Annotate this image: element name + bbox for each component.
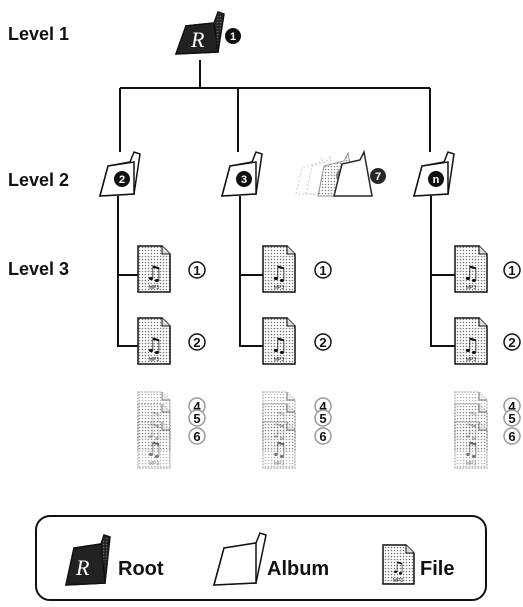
album-badge-label: 3: [241, 174, 247, 186]
svg-text:♫: ♫: [462, 437, 480, 461]
svg-text:♫: ♫: [145, 437, 163, 461]
legend: R Root Album ♫ MP3 File: [35, 515, 487, 601]
file-number-label: 2: [508, 335, 515, 350]
mp3-file-icon: ♫MP3: [262, 245, 296, 293]
mp3-file-icon: ♫MP3: [137, 421, 171, 469]
mp3-label: MP3: [466, 285, 477, 291]
root-badge-label: 1: [230, 31, 236, 43]
file-number-label: 5: [319, 411, 326, 426]
mp3-file-icon: ♫MP3: [262, 317, 296, 365]
mp3-file-icon: ♫MP3: [454, 421, 488, 469]
file-number-label: 6: [319, 429, 326, 444]
root-icon: R: [65, 534, 111, 586]
album-badge-label: n: [433, 174, 440, 186]
root-folder-icon: R: [174, 11, 225, 55]
tree-connectors: [117, 60, 455, 347]
album-badge: [428, 171, 444, 187]
albums: 2♫MP31♫MP32♫MP34♫MP35♫MP363♫MP31♫MP32♫MP…: [99, 151, 521, 469]
album-badge-label: 2: [119, 174, 125, 186]
mp3-file-icon: ♫MP3: [454, 317, 488, 365]
legend-album-label: Album: [267, 558, 329, 580]
faded-albums: 6 7: [295, 149, 386, 197]
file-number-label: 5: [193, 411, 200, 426]
mp3-label: MP3: [149, 461, 160, 467]
svg-text:♫: ♫: [462, 261, 480, 285]
legend-root-letter: R: [75, 555, 90, 580]
root-badge: [225, 28, 241, 44]
file-number-label: 1: [193, 263, 200, 278]
file-number-label: 6: [193, 429, 200, 444]
file-number-label: 4: [193, 399, 201, 414]
file-number-badge: [314, 427, 332, 445]
file-number-label: 6: [508, 429, 515, 444]
svg-text:♫: ♫: [270, 437, 288, 461]
file-number-badge: [188, 409, 206, 427]
svg-text:♫: ♫: [270, 333, 288, 357]
file-number-badge: [188, 427, 206, 445]
legend-mp3-text: MP3: [393, 578, 404, 584]
mp3-label: MP3: [466, 357, 477, 363]
mp3-file-icon: ♫MP3: [137, 245, 171, 293]
root-folder: R 1: [174, 11, 241, 55]
album-folder-icon: [213, 532, 267, 586]
file-number-label: 5: [508, 411, 515, 426]
mp3-file-icon: ♫MP3: [262, 421, 296, 469]
file-number-badge: [503, 409, 521, 427]
level-2-label: Level 2: [8, 170, 69, 190]
root-letter: R: [190, 27, 205, 52]
svg-text:♫: ♫: [391, 558, 405, 577]
level-3-label: Level 3: [8, 259, 69, 279]
mp3-label: MP3: [274, 461, 285, 467]
mp3-label: MP3: [149, 357, 160, 363]
mp3-label: MP3: [149, 285, 160, 291]
mp3-file-icon: ♫MP3: [454, 245, 488, 293]
level-1-label: Level 1: [8, 24, 69, 44]
file-number-label: 4: [319, 399, 327, 414]
album-badge: [236, 171, 252, 187]
svg-text:♫: ♫: [270, 261, 288, 285]
svg-text:♫: ♫: [145, 333, 163, 357]
file-number-badge: [314, 333, 332, 351]
file-number-label: 1: [508, 263, 515, 278]
file-number-badge: [314, 261, 332, 279]
file-number-label: 2: [193, 335, 200, 350]
faded-album-badge-label: 7: [375, 171, 381, 183]
album-badge: [114, 171, 130, 187]
file-number-badge: [503, 261, 521, 279]
file-number-label: 1: [319, 263, 326, 278]
mp3-file-icon: ♫ MP3: [382, 544, 415, 585]
mp3-file-icon: ♫MP3: [137, 317, 171, 365]
svg-text:♫: ♫: [462, 333, 480, 357]
file-number-badge: [314, 409, 332, 427]
mp3-label: MP3: [466, 461, 477, 467]
file-number-label: 4: [508, 399, 516, 414]
file-number-badge: [188, 333, 206, 351]
file-number-badge: [188, 261, 206, 279]
legend-root-label: Root: [118, 558, 164, 580]
svg-text:♫: ♫: [145, 261, 163, 285]
legend-file-label: File: [420, 558, 454, 580]
file-number-label: 2: [319, 335, 326, 350]
mp3-label: MP3: [274, 357, 285, 363]
file-number-badge: [503, 427, 521, 445]
file-number-badge: [503, 333, 521, 351]
faded-album-badge: [370, 168, 386, 184]
mp3-label: MP3: [274, 285, 285, 291]
